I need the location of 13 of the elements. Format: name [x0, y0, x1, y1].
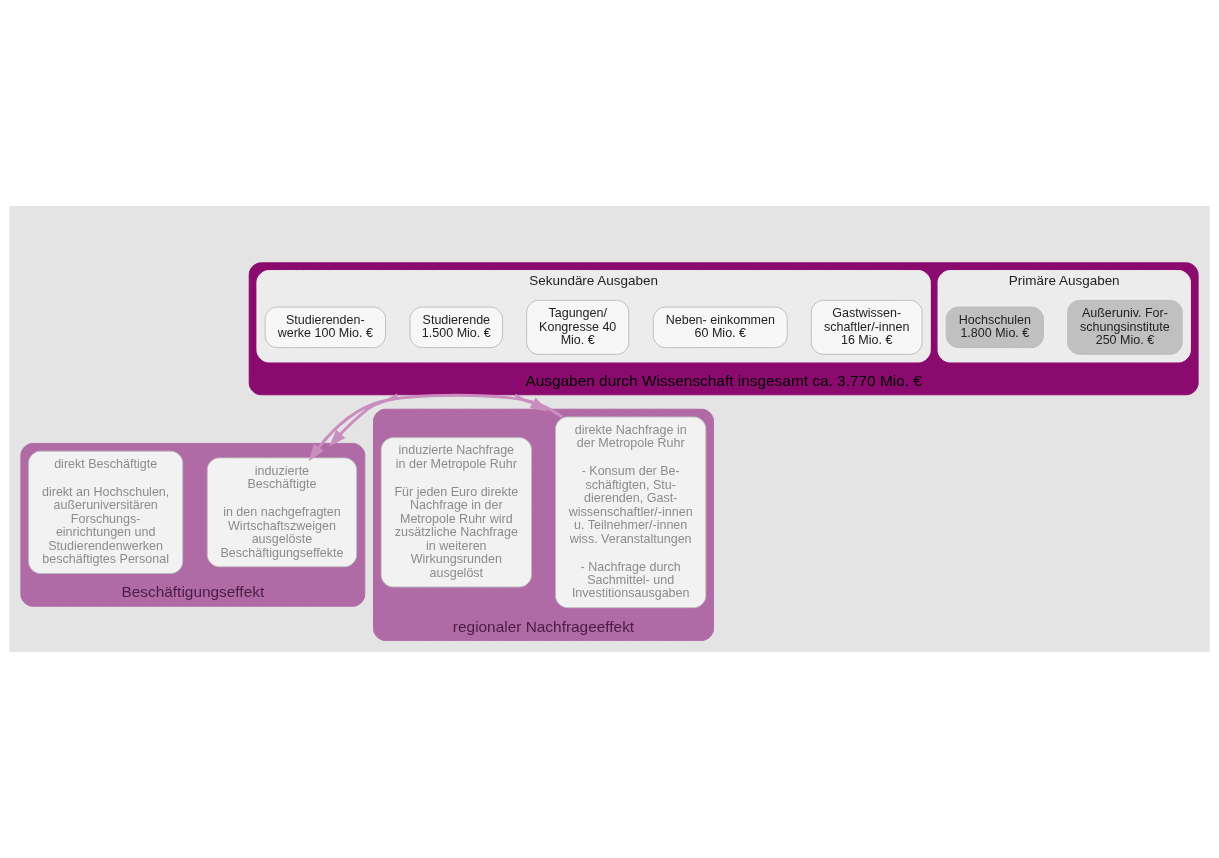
node-box: Hochschulen 1.800 Mio. €	[945, 306, 1044, 349]
arrow	[308, 393, 563, 462]
node-box: induzierte Beschäftigte in den nachgefragten Wirtschaftszweigen ausgelöste Beschäftigungseffekte	[206, 457, 358, 568]
node-box: Tagungen/ Kongresse 40 Mio. €	[526, 299, 630, 355]
node-box: Außeruniv. For- schungsinstitute 250 Mio. €	[1067, 299, 1183, 355]
node-box: Gastwissen- schaftler/-innen 16 Mio. €	[810, 299, 923, 355]
node-box: Studierende 1.500 Mio. €	[409, 306, 504, 349]
arrow	[329, 393, 399, 447]
node-box: direkt Beschäftigte direkt an Hochschulen, außeruniversitären Forschungs- einrichtungen und Studierendenwerken beschäftigtes Personal	[28, 450, 184, 574]
node-box: direkte Nachfrage in der Metropole Ruhr - Konsum der Be- schäftigten, Stu- dierenden, Gast- wissenschaftler/-innen u. Teilnehmer/-innen wiss. Veranstaltungen - Nachfrage durch Sachmittel- und Investitionsausgaben	[555, 416, 707, 609]
node-box: Studierenden- werke 100 Mio. €	[264, 306, 386, 349]
node-box: Neben- einkommen 60 Mio. €	[652, 306, 788, 349]
node-box: induzierte Nachfrage in der Metropole Ruhr Für jeden Euro direkte Nachfrage in der Metropole Ruhr wird zusätzliche Nachfrage in weiteren Wirkungsrunden ausgelöst	[380, 437, 532, 588]
